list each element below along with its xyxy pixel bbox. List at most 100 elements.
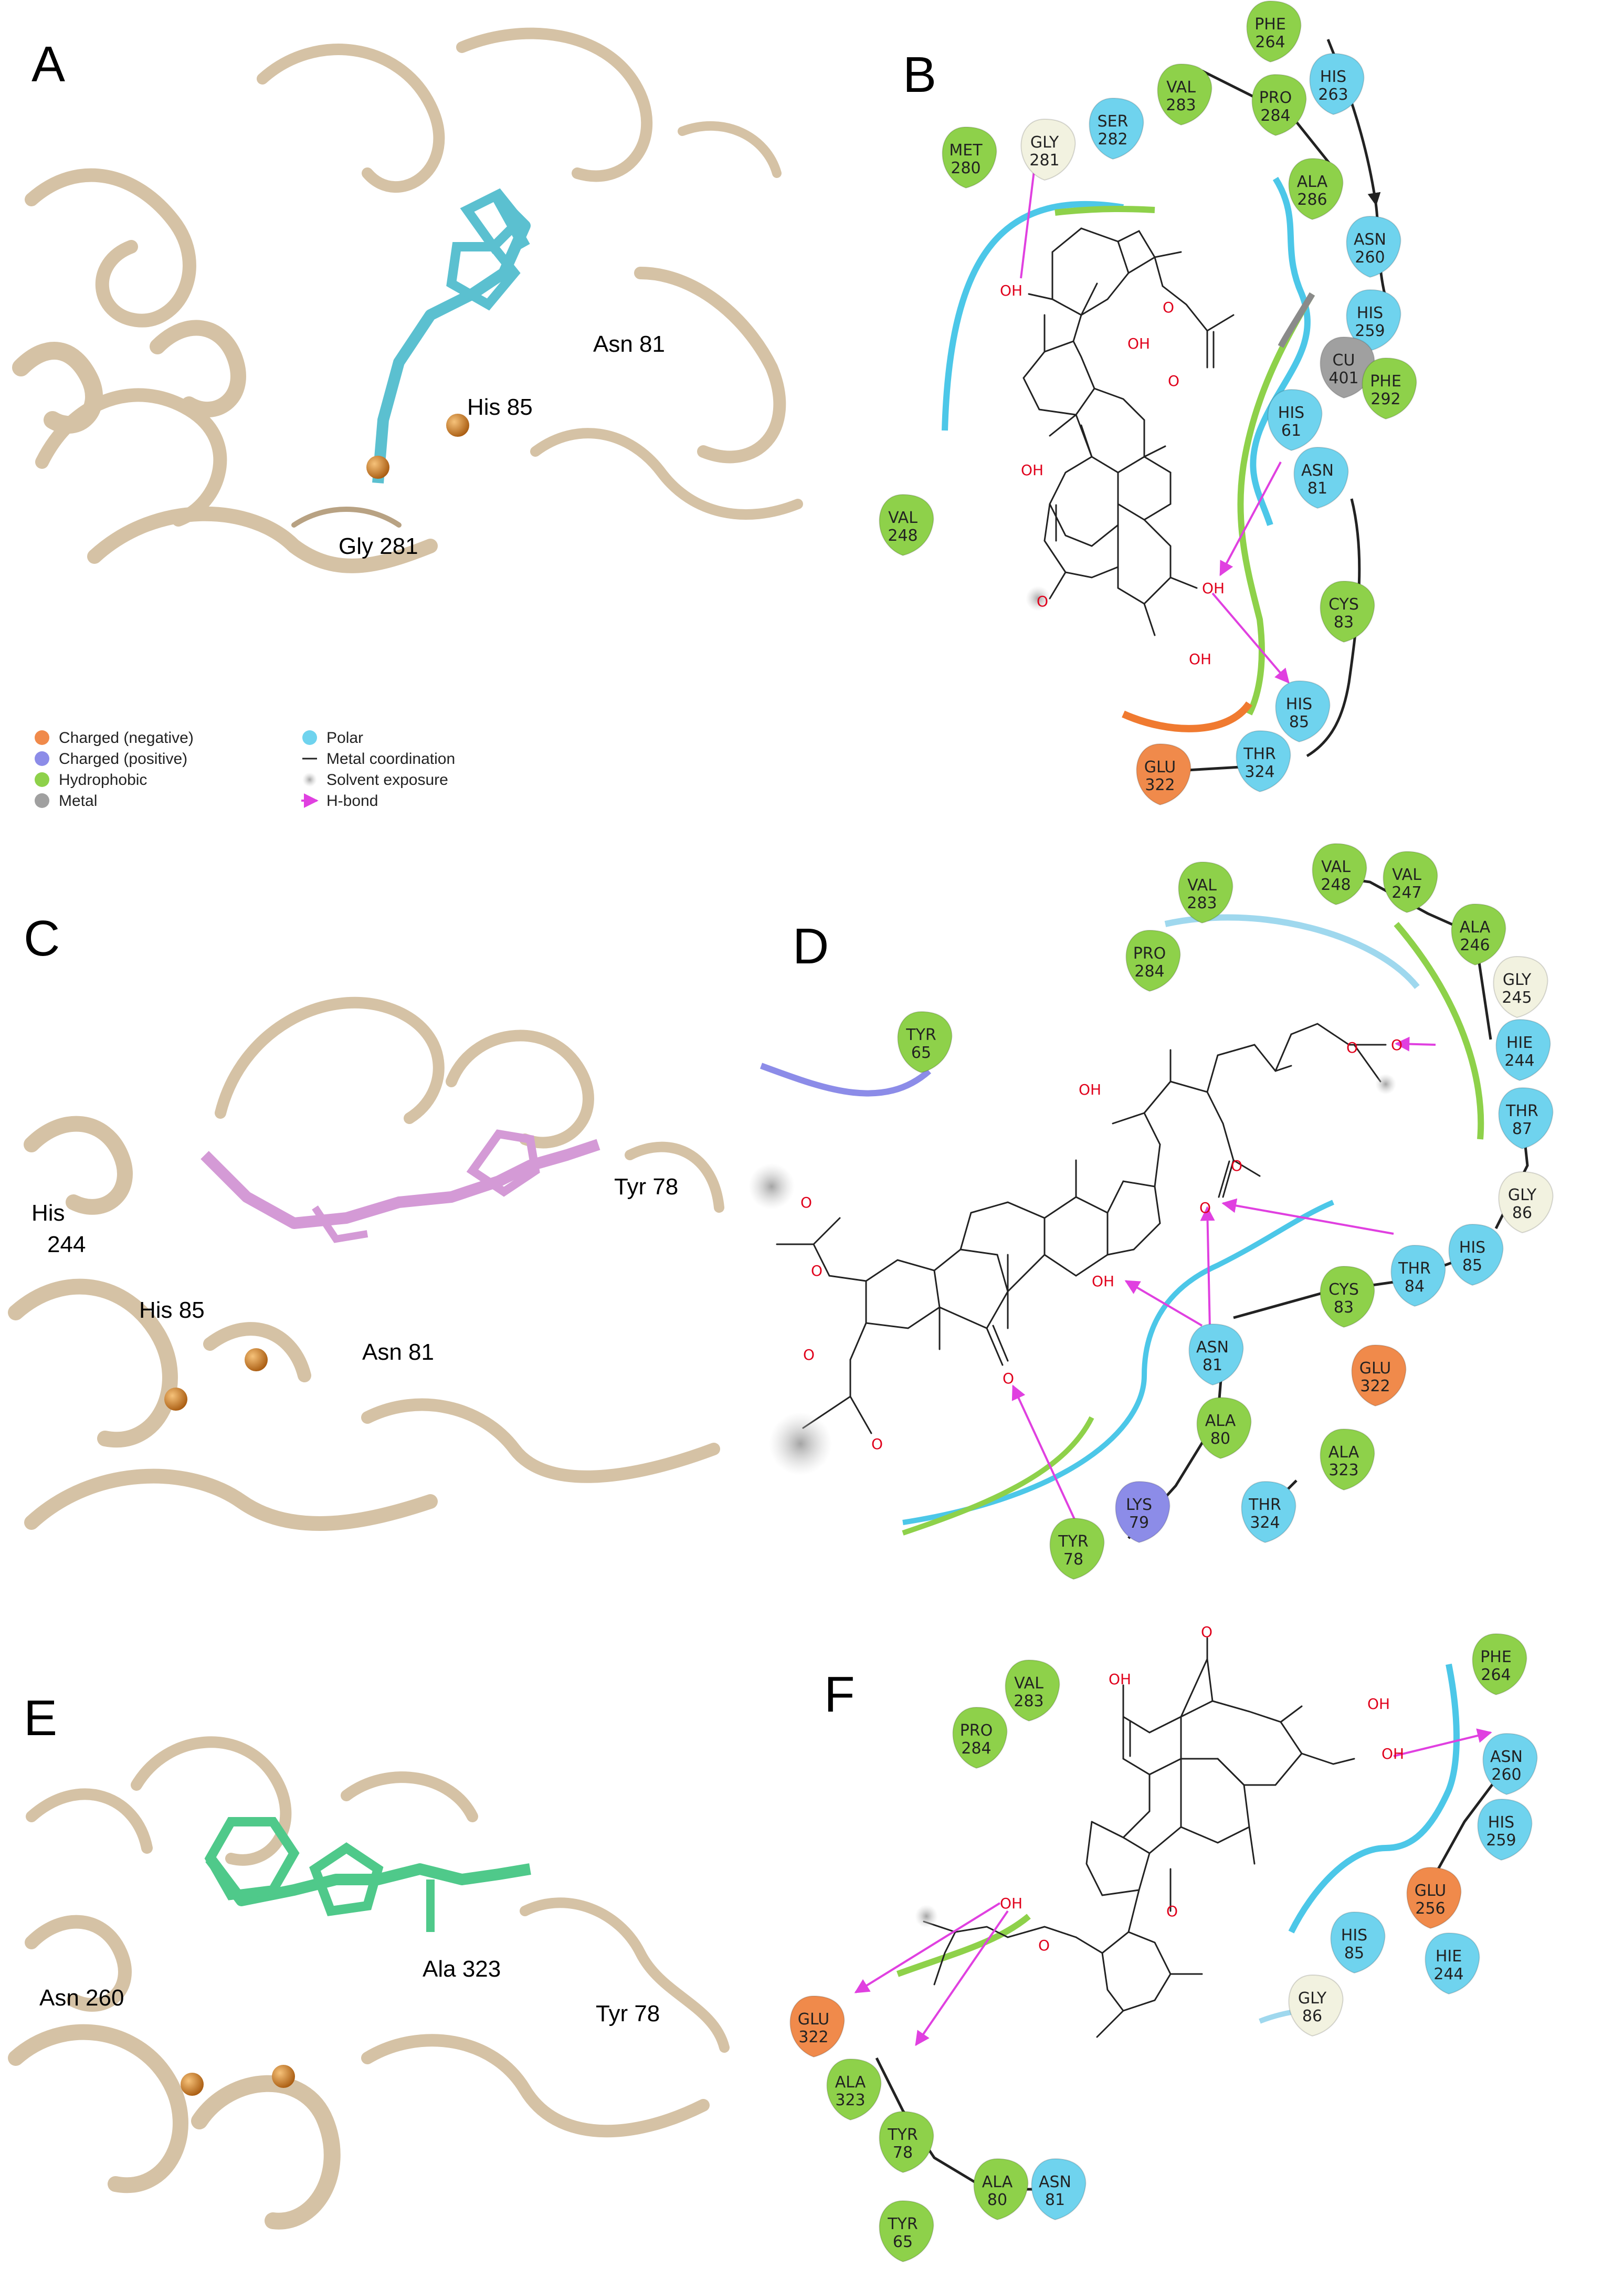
atom-o: O [811,1262,822,1279]
residue-name: VAL [1014,1674,1043,1693]
residue-number: 80 [987,2191,1007,2209]
hbond-lines [1020,148,1290,684]
legend-item-h-bond: H-bond [301,792,378,810]
residue-number: 85 [1289,713,1309,731]
legend-item-charged-negative: Charged (negative) [35,729,194,747]
residue-name: GLY [1030,133,1059,152]
residue-name: THR [1243,745,1276,763]
residue-name: HIS [1286,695,1312,713]
residue-name: HIS [1278,404,1304,422]
residue-number: 81 [1045,2191,1065,2209]
panel-b-interaction-diagram: B [879,0,1417,806]
atom-o: O [1003,1370,1014,1387]
residue-number: 81 [1307,479,1327,498]
residue-number: 246 [1460,936,1490,954]
atom-o: O [1166,1903,1178,1920]
copper-ion [366,456,389,479]
interaction-legend: Charged (negative)Charged (positive)Hydr… [35,729,455,810]
label-his-244-a: His [31,1200,65,1226]
residue-name: PHE [1480,1648,1512,1666]
legend-label: Solvent exposure [326,771,448,789]
atom-o: O [1346,1039,1358,1056]
legend-item-hydrophobic: Hydrophobic [35,771,147,789]
residue-name: CU [1333,351,1355,370]
atom-oh: OH [1021,461,1043,479]
pocket-outline [760,914,1484,1536]
residue-number: 322 [1145,776,1175,794]
copper-ion [245,1348,268,1371]
atom-oh: OH [1000,282,1022,299]
ligand-atoms: OH O O O O OH O O O O O [800,1036,1402,1453]
atom-o: O [800,1194,812,1211]
residue-number: 248 [1321,876,1351,894]
label-asn-81: Asn 81 [593,331,665,357]
residue-number: 80 [1210,1430,1230,1448]
residue-number: 61 [1281,422,1301,440]
solvent-exposure-halo [748,1163,795,1210]
atom-o: O [1231,1157,1242,1174]
residue-number: 78 [1063,1550,1083,1569]
residue-number: 264 [1255,33,1285,51]
residue-name: GLU [1359,1359,1391,1378]
residue-number: 244 [1504,1052,1534,1070]
residue-name: ASN [1490,1748,1523,1766]
residue-name: GLY [1298,1989,1327,2008]
residue-number: 65 [893,2233,913,2251]
residue-number: 284 [961,1739,991,1758]
residue-number: 259 [1355,322,1385,340]
protein-ribbon [12,27,803,573]
panel-a-structure: A Asn 81 His 85 Gly 281 [12,27,803,573]
residue-name: GLY [1503,971,1532,989]
atom-oh: OH [1092,1273,1114,1290]
residue-number: 322 [798,2028,828,2046]
atom-oh: OH [1367,1695,1390,1713]
residue-number: 79 [1129,1514,1149,1532]
residue-number: 401 [1328,369,1358,387]
residue-number: 83 [1334,1298,1354,1317]
residue-number: 324 [1245,763,1274,781]
atom-oh: OH [1127,335,1150,352]
panel-d-interaction-diagram: D [748,843,1554,1580]
hbond-lines [1011,1036,1436,1523]
legend-item-solvent-exposure: Solvent exposure [302,771,448,789]
pocket-outline [942,176,1315,732]
residue-number: 283 [1014,1692,1043,1710]
residue-name: ALA [1205,1412,1236,1430]
residue-name: GLU [798,2010,829,2029]
residue-name: LYS [1126,1496,1152,1514]
ligand-pink [201,1129,600,1243]
atom-oh: OH [1382,1745,1404,1762]
atom-o: O [1037,593,1048,610]
residue-name: VAL [888,509,918,527]
atom-oh: OH [1189,650,1211,668]
residue-name: ASN [1354,230,1386,249]
ligand-atoms: OH OH O O OH O OH OH [1000,282,1225,668]
residue-name: ALA [1460,918,1491,937]
atom-o: O [1038,1937,1050,1954]
